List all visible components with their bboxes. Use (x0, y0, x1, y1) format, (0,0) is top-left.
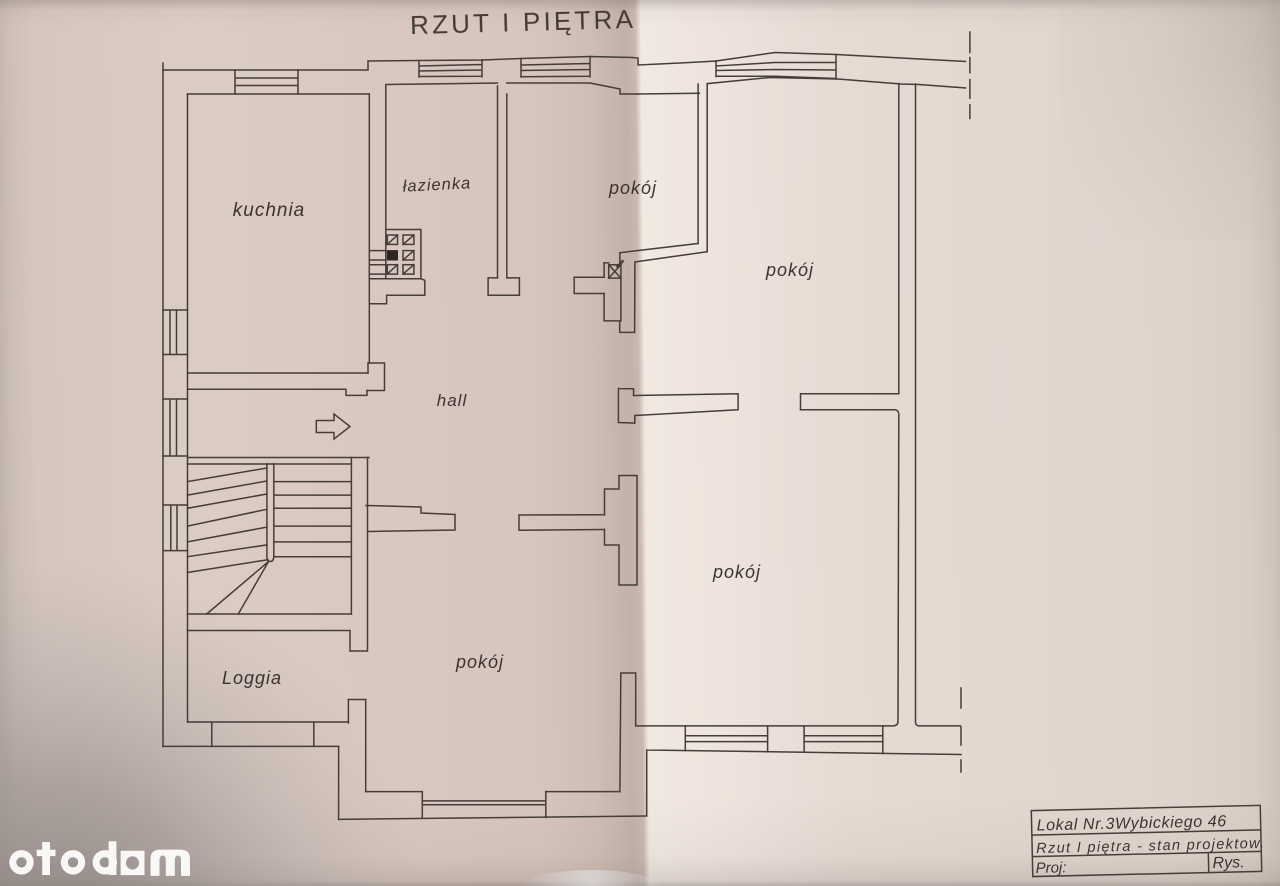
svg-text:pokój: pokój (712, 562, 761, 582)
svg-text:Rys.: Rys. (1212, 854, 1244, 872)
svg-text:Proj:: Proj: (1035, 859, 1066, 877)
svg-text:hall: hall (437, 391, 468, 410)
svg-text:pokój: pokój (455, 652, 504, 672)
svg-text:Rzut I piętra - stan projektow: Rzut I piętra - stan projektow. (1036, 836, 1266, 857)
svg-text:kuchnia: kuchnia (233, 200, 306, 221)
svg-text:Lokal Nr.3Wybickiego 46: Lokal Nr.3Wybickiego 46 (1036, 813, 1227, 834)
svg-text:Loggia: Loggia (222, 668, 282, 688)
svg-text:RZUT I PIĘTRA: RZUT I PIĘTRA (410, 4, 637, 40)
svg-text:pokój: pokój (608, 178, 657, 198)
svg-text:łazienka: łazienka (402, 174, 471, 196)
svg-text:pokój: pokój (765, 260, 814, 280)
